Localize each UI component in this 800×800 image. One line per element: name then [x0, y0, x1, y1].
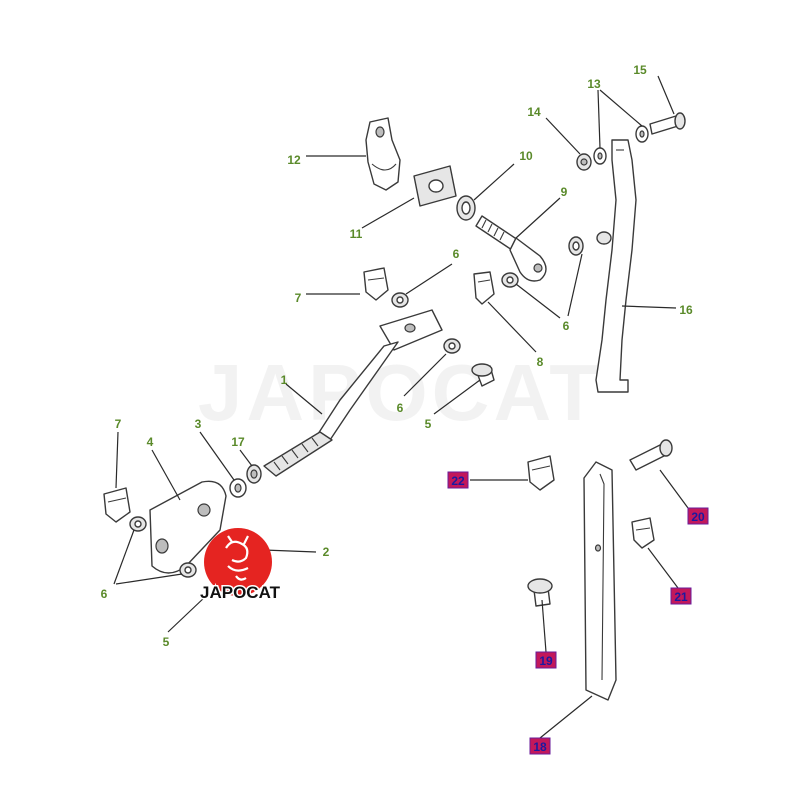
callout-16: 16 [679, 303, 693, 317]
callout-6: 6 [563, 319, 570, 333]
callout-12: 12 [287, 153, 301, 167]
callout-19: 19 [535, 651, 557, 669]
callout-6: 6 [397, 401, 404, 415]
callout-14: 14 [527, 105, 541, 119]
svg-text:20: 20 [691, 510, 705, 524]
part-16-bracket [595, 139, 637, 393]
part-18-bracket [583, 461, 617, 701]
part-3-washer [229, 478, 247, 498]
part-6-bushes-lower [129, 516, 197, 578]
part-7-clip-lower [103, 487, 131, 523]
callout-2: 2 [323, 545, 330, 559]
part-7-clip-upper [363, 267, 389, 301]
part-6-bushes-upper [501, 236, 584, 288]
callout-21: 21 [670, 587, 692, 605]
callout-5: 5 [425, 417, 432, 431]
highlighted-callouts: 22 20 21 19 18 [447, 471, 709, 755]
callout-11: 11 [350, 227, 363, 241]
callout-22: 22 [447, 471, 469, 489]
logo-text: JAPOCAT [200, 583, 281, 602]
part-9-link-rod [475, 215, 547, 282]
part-13-washers [593, 125, 649, 165]
part-22-clip [527, 455, 555, 491]
part-8-clip [473, 271, 495, 305]
part-20-pin [629, 439, 673, 471]
callout-6: 6 [453, 247, 460, 261]
leader-lines [113, 75, 689, 739]
part-12-clip [365, 117, 401, 191]
part-14-nut [576, 153, 592, 171]
callout-4: 4 [147, 435, 154, 449]
svg-text:18: 18 [533, 740, 547, 754]
japocat-logo: JAPOCAT [199, 528, 282, 604]
part-6-bush-clevis [443, 338, 461, 354]
callout-20: 20 [687, 507, 709, 525]
part-17-nut [246, 464, 262, 484]
svg-text:19: 19 [539, 654, 553, 668]
logo-cat-icon [225, 535, 249, 581]
callout-18: 18 [529, 737, 551, 755]
callout-7: 7 [295, 291, 302, 305]
callout-labels: 15 13 14 10 12 11 9 6 7 6 16 8 1 6 5 7 4… [101, 63, 693, 649]
callout-3: 3 [195, 417, 202, 431]
callout-17: 17 [231, 435, 245, 449]
part-15-bolt [649, 112, 686, 135]
part-21-clip [631, 517, 655, 549]
callout-8: 8 [537, 355, 544, 369]
part-10-bush [456, 195, 476, 221]
part-4-lever [149, 480, 227, 574]
part-19-pin [527, 578, 553, 607]
callout-5: 5 [163, 635, 170, 649]
callout-1: 1 [281, 373, 288, 387]
svg-text:21: 21 [674, 590, 688, 604]
watermark-text: JAPOCAT [198, 348, 602, 437]
part-1-rod [263, 309, 443, 477]
callout-13: 13 [587, 77, 601, 91]
callout-15: 15 [633, 63, 647, 77]
callout-6: 6 [101, 587, 108, 601]
callout-7: 7 [115, 417, 122, 431]
part-11-plate [413, 165, 457, 207]
part-6-bush-mid [391, 292, 409, 308]
callout-9: 9 [561, 185, 568, 199]
svg-text:22: 22 [451, 474, 465, 488]
callout-10: 10 [519, 149, 533, 163]
